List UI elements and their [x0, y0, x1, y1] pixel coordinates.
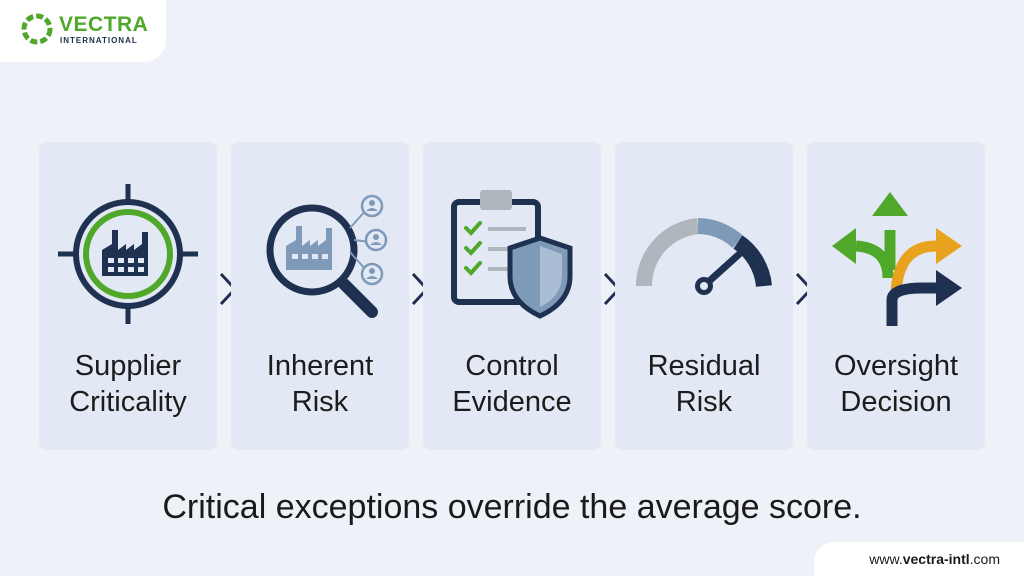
- brand-logo: VECTRA INTERNATIONAL: [0, 0, 166, 62]
- vectra-logo-icon: [21, 13, 53, 45]
- brand-name: VECTRA: [59, 13, 149, 36]
- magnifier-factory-icon: [266, 194, 388, 318]
- step-card-supplier-criticality: Supplier Criticality: [39, 142, 217, 450]
- step-card-residual-risk: Residual Risk: [615, 142, 793, 450]
- step-label-line1: Oversight: [833, 350, 959, 382]
- website-url[interactable]: www.vectra-intl.com: [814, 542, 1024, 576]
- step-label-line2: Criticality: [69, 386, 187, 418]
- step-label-line1: Residual: [647, 350, 761, 382]
- target-factory-icon: [58, 184, 198, 324]
- url-domain: vectra-intl: [902, 551, 970, 567]
- step-card-control-evidence: Control Evidence: [423, 142, 601, 450]
- url-suffix: .com: [969, 551, 1000, 567]
- caption-text: Critical exceptions override the average…: [162, 488, 862, 526]
- step-label-line2: Risk: [291, 386, 349, 418]
- step-label-line2: Decision: [840, 386, 952, 418]
- checklist-shield-icon: [451, 190, 573, 319]
- step-label: Residual Risk: [615, 348, 793, 420]
- step-label-line2: Evidence: [452, 386, 572, 418]
- step-label-line2: Risk: [675, 386, 733, 418]
- branching-arrows-icon: [832, 192, 962, 326]
- step-label-line1: Inherent: [266, 350, 374, 382]
- gauge-icon: [635, 218, 772, 295]
- brand-tagline: INTERNATIONAL: [60, 36, 138, 45]
- step-card-oversight-decision: Oversight Decision: [807, 142, 985, 450]
- url-prefix: www.: [869, 551, 903, 567]
- step-label: Inherent Risk: [231, 348, 409, 420]
- website-link[interactable]: www.vectra-intl.com: [869, 551, 1000, 567]
- step-label-line1: Control: [465, 350, 559, 382]
- step-label: Oversight Decision: [807, 348, 985, 420]
- step-card-inherent-risk: Inherent Risk: [231, 142, 409, 450]
- step-label: Control Evidence: [423, 348, 601, 420]
- step-label: Supplier Criticality: [39, 348, 217, 420]
- step-label-line1: Supplier: [74, 350, 182, 382]
